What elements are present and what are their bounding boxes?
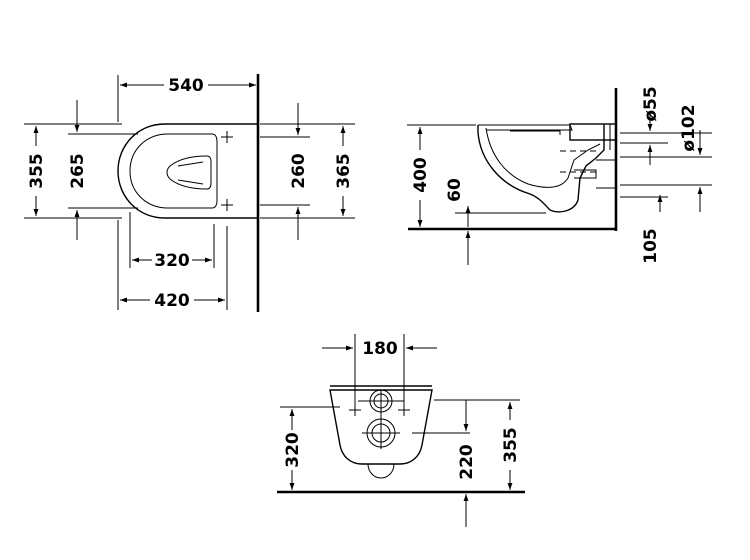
inner-bowl-detail [177,161,204,185]
rear-block [569,123,617,141]
dim-320-front: 320 [283,432,303,468]
dim-355-front: 355 [501,427,521,463]
dim-105: 105 [641,228,661,264]
dim-220: 220 [457,444,477,480]
front-view: 180 320 220 355 [277,334,525,527]
side-view: 400 60 ø55 ø102 105 [407,86,712,265]
dim-420: 420 [154,291,190,311]
dim-dia-55: ø55 [641,86,661,121]
dim-dia-102: ø102 [679,104,699,151]
front-holes [358,389,404,449]
inner-bowl [166,155,212,190]
dim-260: 260 [289,153,309,189]
dim-365: 365 [334,153,354,189]
dim-400: 400 [411,157,431,193]
bowl-profile [477,125,605,213]
seat-lid [478,124,573,131]
dim-180: 180 [362,339,398,359]
outlet-pipe [596,159,616,189]
front-fixing-cross-icon [349,404,410,416]
bowl-outline [117,123,258,219]
dim-540: 540 [168,76,204,96]
outlet-detail [574,169,597,179]
seat-opening [129,133,218,209]
dim-320-top: 320 [154,251,190,271]
bowl-inner [485,127,601,188]
front-bowl-outline [329,389,433,465]
fixing-cross-icon [221,131,233,211]
dim-60: 60 [445,178,465,202]
front-foot [367,463,395,479]
dim-265: 265 [68,153,88,189]
seat-detail [510,130,561,135]
top-view: 540 355 265 260 365 32 [24,74,355,312]
dim-355-left: 355 [27,153,47,189]
